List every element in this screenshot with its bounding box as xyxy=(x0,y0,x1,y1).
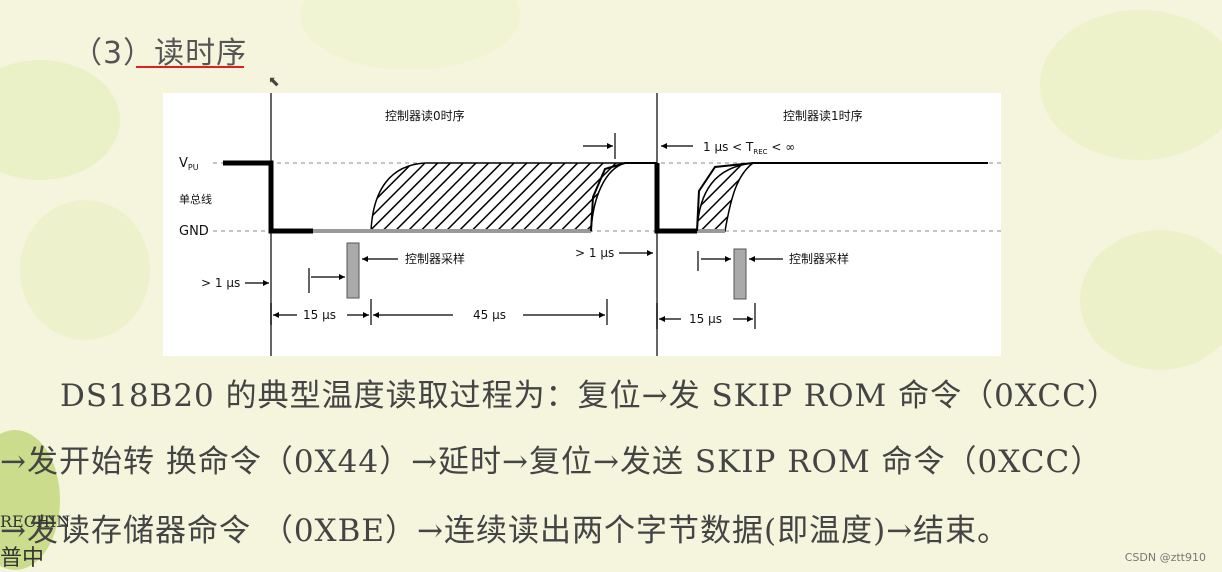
label-gt1us-b: > 1 μs xyxy=(575,246,614,260)
background-leaf xyxy=(0,60,120,180)
label-trec: 1 μs < TREC < ∞ xyxy=(703,140,795,156)
sample-box-read0 xyxy=(346,242,360,299)
background-leaf xyxy=(1040,10,1222,160)
read0-master-pull-low xyxy=(223,160,313,234)
read1-master-pull-low xyxy=(654,163,697,234)
label-vpu: VPU xyxy=(179,156,199,172)
corner-brand-latin: RECHIN xyxy=(0,512,71,531)
csdn-watermark: CSDN @ztt910 xyxy=(1124,551,1206,564)
background-leaf xyxy=(1080,230,1222,370)
read0-hatch-region xyxy=(370,162,626,232)
label-gnd: GND xyxy=(179,224,209,239)
label-15us-a: 15 μs xyxy=(303,308,336,322)
corner-brand-cn: 普中 xyxy=(0,546,45,571)
timing-diagram: 控制器读0时序 控制器读1时序 VPU 单总线 GND 1 μs < TREC … xyxy=(163,93,1001,356)
label-bus: 单总线 xyxy=(179,192,212,206)
background-leaf xyxy=(300,0,520,70)
label-read1: 控制器读1时序 xyxy=(783,108,863,123)
read1-rise-line xyxy=(696,162,988,232)
heading-underline xyxy=(136,66,244,68)
timing-diagram-svg: 控制器读0时序 控制器读1时序 VPU 单总线 GND 1 μs < TREC … xyxy=(179,93,1001,356)
background-leaf xyxy=(20,200,150,340)
read1-hatch-region xyxy=(696,161,756,232)
mouse-cursor-icon: ⬉ xyxy=(268,74,280,90)
read0-release xyxy=(590,162,657,232)
paragraph-line-1: DS18B20 的典型温度读取过程为：复位→发 SKIP ROM 命令（0XCC… xyxy=(60,378,1119,414)
section-heading: （3）读时序 xyxy=(72,36,248,71)
label-15us-b: 15 μs xyxy=(689,312,722,326)
paragraph-line-2: →发开始转 换命令（0X44）→延时→复位→发送 SKIP ROM 命令（0XC… xyxy=(0,444,1103,480)
sample-box-read1 xyxy=(733,248,747,300)
label-gt1us-a: > 1 μs xyxy=(201,276,240,290)
label-sample-read1: 控制器采样 xyxy=(789,251,849,266)
label-sample-read0: 控制器采样 xyxy=(405,251,465,266)
paragraph-line-3: →发读存储器命令 （0XBE）→连续读出两个字节数据(即温度)→结束。 xyxy=(0,513,1010,549)
label-45us: 45 μs xyxy=(473,308,506,322)
label-read0: 控制器读0时序 xyxy=(385,108,465,123)
